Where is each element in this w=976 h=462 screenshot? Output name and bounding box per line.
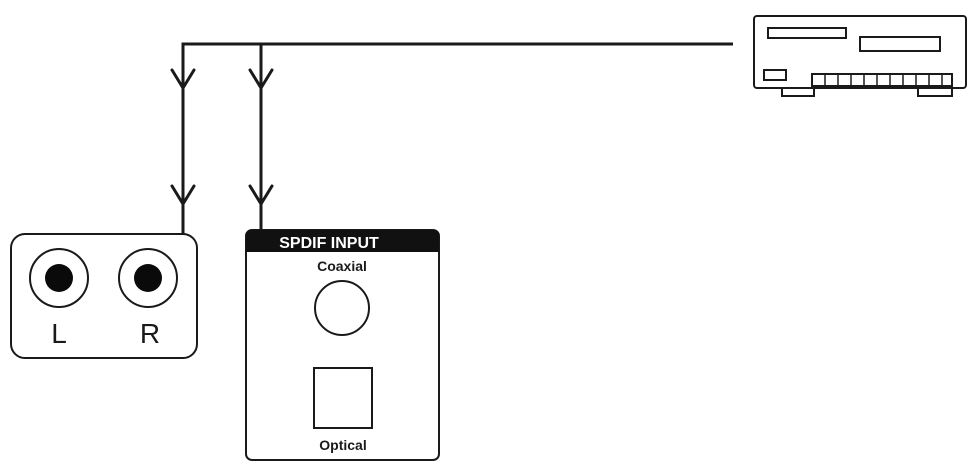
rca-left-label: L [51, 318, 67, 349]
rca-jack-icon [118, 248, 178, 308]
device-foot-right [917, 87, 953, 97]
device-disc-tray [859, 36, 941, 52]
device-power-button [763, 69, 787, 81]
rca-jack-icon [29, 248, 89, 308]
arrow-down-icon [170, 68, 274, 206]
device-button-strip [811, 73, 953, 87]
cable-horizontal [181, 42, 733, 234]
coaxial-jack-icon [314, 280, 370, 336]
rca-input-panel: L R [10, 233, 198, 359]
device-buttons [824, 74, 943, 86]
arrow-down-icon [170, 68, 196, 90]
arrow-down-icon [248, 184, 274, 206]
coaxial-label: Coaxial [317, 258, 367, 274]
optical-jack-icon [313, 367, 373, 429]
spdif-input-panel: SPDIF INPUT Coaxial Optical [245, 229, 440, 461]
spdif-header-bar [246, 230, 439, 252]
device-display [767, 27, 847, 39]
arrow-down-icon [248, 68, 274, 90]
rca-right-label: R [140, 318, 160, 349]
device-foot-left [781, 87, 815, 97]
arrow-down-icon [170, 184, 196, 206]
signal-cables [181, 42, 733, 234]
spdif-header-label: SPDIF INPUT [279, 235, 379, 252]
optical-label: Optical [319, 437, 366, 453]
dvd-player-icon [753, 15, 967, 97]
